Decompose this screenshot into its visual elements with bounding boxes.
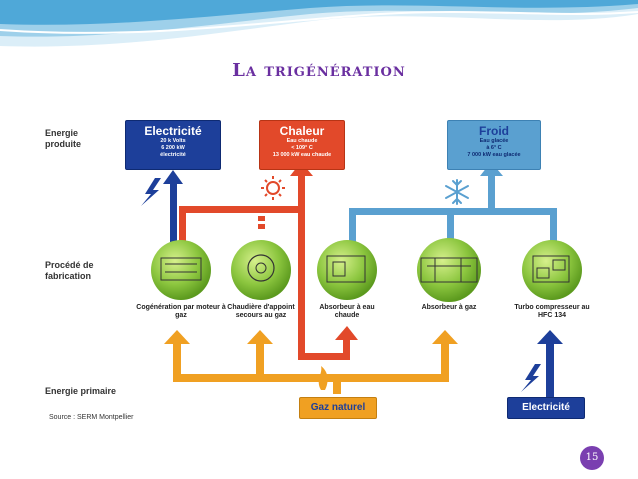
source-note: Source : SERM Montpellier <box>49 414 134 421</box>
snowflake-icon <box>445 179 469 205</box>
heat-output-line-3: 13 000 kW eau chaude <box>272 152 332 158</box>
process-label-turbo-compressor: Turbo compresseur au HFC 134 <box>514 304 590 319</box>
row-label-produced-energy: Energie produite <box>45 128 81 149</box>
cold-output-line-2: à 6° C <box>486 145 502 151</box>
cold-output-line-3: 7 000 kW eau glacée <box>467 152 521 158</box>
heat-output-title: Chaleur <box>279 124 325 138</box>
electricity-output-box: Electricité 20 k Volts 6 200 kW électric… <box>125 120 221 170</box>
natural-gas-box: Gaz naturel <box>299 397 377 419</box>
electricity-input-box: Electricité <box>507 397 585 419</box>
electricity-input-arrow <box>537 330 563 400</box>
cold-output-box: Froid Eau glacée à 6° C 7 000 kW eau gla… <box>447 120 541 170</box>
process-sphere-boiler <box>231 240 291 300</box>
row-label-primary-energy: Energie primaire <box>45 386 117 396</box>
cold-output-title: Froid <box>479 124 509 138</box>
process-label-hot-water-absorber: Absorbeur à eau chaude <box>319 304 375 319</box>
flame-icon <box>318 366 328 390</box>
natural-gas-label: Gaz naturel <box>310 402 366 413</box>
slide-title: La trigénération <box>232 60 406 81</box>
electricity-output-line-3: électricité <box>160 152 186 158</box>
diagram-connectors <box>141 162 582 400</box>
header-wave-decoration <box>0 0 638 47</box>
electricity-output-line-2: 6 200 kW <box>161 145 185 151</box>
page-number-badge: 15 <box>580 446 604 470</box>
row-label-process: Procédé de fabrication <box>45 260 94 281</box>
heat-output-line-1: Eau chaude <box>286 138 318 144</box>
heat-output-line-2: < 109° C <box>291 145 313 151</box>
electricity-output-title: Electricité <box>144 124 202 138</box>
process-sphere-cogeneration <box>151 240 211 300</box>
sun-icon <box>261 176 285 200</box>
cold-output-line-1: Eau glacée <box>479 138 509 144</box>
process-sphere-hot-water-absorber <box>317 240 377 300</box>
process-sphere-gas-absorber <box>417 238 481 302</box>
electricity-output-line-1: 20 k Volts <box>160 138 186 144</box>
process-label-boiler: Chaudière d'appoint secours au gaz <box>227 304 295 319</box>
electricity-output-arrow <box>163 170 183 244</box>
heat-output-box: Chaleur Eau chaude < 109° C 13 000 kW ea… <box>259 120 345 170</box>
electricity-input-label: Electricité <box>522 402 570 413</box>
process-label-gas-absorber: Absorbeur à gaz <box>421 304 477 311</box>
lightning-icon <box>141 178 161 206</box>
lightning-icon-input <box>521 364 541 392</box>
gas-network-lines <box>164 330 458 394</box>
heat-network-lines <box>179 162 358 360</box>
process-label-cogeneration: Cogénération par moteur à gaz <box>136 304 226 319</box>
process-sphere-turbo-compressor <box>522 240 582 300</box>
trigeneration-diagram: Energie produite Procédé de fabrication … <box>37 108 600 430</box>
